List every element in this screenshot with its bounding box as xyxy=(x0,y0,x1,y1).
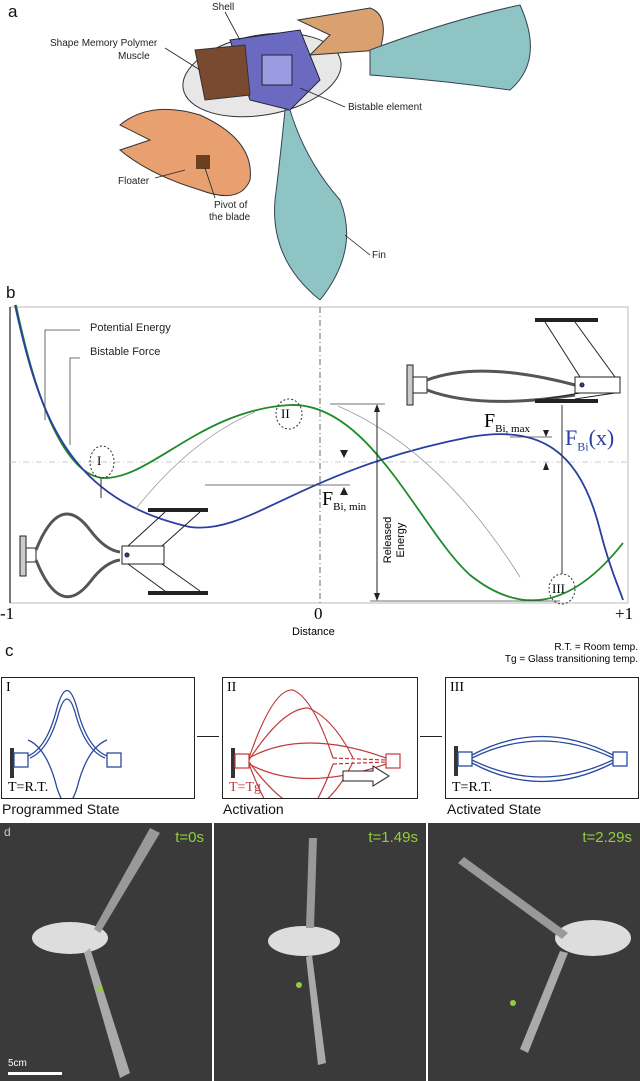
legend-leader-potential xyxy=(44,329,80,420)
panel-d-label: d xyxy=(4,825,11,839)
caption-activated: Activated State xyxy=(447,801,542,817)
callout-fin: Fin xyxy=(372,250,386,261)
pivot-slot xyxy=(196,155,210,169)
robot-photo-2 xyxy=(268,838,340,1065)
f-bi-argument: (x) xyxy=(588,425,615,450)
f-max-subscript: Bi, max xyxy=(495,423,530,435)
f-max-symbol: F xyxy=(484,410,496,432)
state-II-temperature: T=Tg xyxy=(229,780,261,795)
panel-b-label: b xyxy=(6,283,16,302)
state-I-marker xyxy=(89,445,115,479)
f-bi-symbol: F xyxy=(565,425,578,450)
released-energy-label: Released Energy xyxy=(382,500,408,580)
potential-energy-curve xyxy=(15,304,624,602)
callout-leader-lines xyxy=(154,11,371,256)
x-tick-0: 0 xyxy=(314,604,323,623)
direction-arrow-icon xyxy=(342,765,390,787)
callout-pivot-1: Pivot of xyxy=(214,200,248,211)
activated-beam-drawing xyxy=(454,735,628,783)
f-max-indicator xyxy=(510,405,563,574)
state-III-numeral: III xyxy=(450,680,464,695)
callout-smp-2: Muscle xyxy=(118,51,150,62)
rising-path-arrow xyxy=(134,411,256,511)
state-I-numeral: I xyxy=(6,680,11,695)
robot-exploded-view xyxy=(118,4,531,300)
state-I-temperature: T=R.T. xyxy=(8,780,49,795)
bistable-force-curve xyxy=(14,304,624,601)
bistable-core xyxy=(261,54,293,86)
arrow-1 xyxy=(197,736,219,737)
scale-bar xyxy=(8,1072,62,1075)
x-tick-minus-1: -1 xyxy=(0,604,15,623)
released-energy-bracket xyxy=(330,403,560,602)
state-II-label: II xyxy=(281,406,290,421)
x-tick-plus-1: +1 xyxy=(615,604,634,623)
programmed-beam-drawing xyxy=(10,689,122,798)
released-energy-line-1: Released xyxy=(382,516,394,564)
arrow-2 xyxy=(420,736,442,737)
note-glass-temp: Tg = Glass transitioning temp. xyxy=(504,654,638,665)
released-energy-line-2: Energy xyxy=(395,522,407,558)
state-box-activation: II T=Tg xyxy=(222,677,418,799)
legend-leader-force xyxy=(69,357,80,445)
legend-bistable-force: Bistable Force xyxy=(90,346,161,358)
f-min-label: FBi, min xyxy=(322,488,366,513)
callout-shell: Shell xyxy=(212,2,235,13)
callout-bistable: Bistable element xyxy=(348,102,422,113)
fin-right xyxy=(369,4,531,91)
robot-photo-1 xyxy=(32,828,160,1078)
timestamp-2: t=1.49s xyxy=(368,829,418,846)
panel-c-label: c xyxy=(5,641,14,660)
state-II-numeral: II xyxy=(227,680,237,695)
photo-frame-3: t=2.29s xyxy=(428,823,640,1081)
energy-force-plot xyxy=(9,304,629,605)
f-max-label: FBi, max xyxy=(484,410,530,435)
caption-programmed: Programmed State xyxy=(2,801,120,817)
note-room-temp: R.T. = Room temp. xyxy=(554,642,638,653)
fin-bottom xyxy=(274,109,348,300)
callout-floater: Floater xyxy=(118,176,150,187)
f-bi-subscript: Bi xyxy=(577,439,589,454)
floater-left xyxy=(118,108,251,197)
x-axis-label: Distance xyxy=(292,626,335,638)
callout-smp-1: Shape Memory Polymer xyxy=(50,38,158,49)
activation-beam-drawing xyxy=(231,689,401,798)
state-III-label: III xyxy=(552,581,565,596)
state-box-programmed: I T=R.T. xyxy=(1,677,195,799)
falling-path-arrow xyxy=(337,405,521,578)
f-bi-function-label: FBi(x) xyxy=(565,425,614,454)
f-min-subscript: Bi, min xyxy=(333,501,367,513)
timestamp-1: t=0s xyxy=(175,829,204,846)
panel-a-label: a xyxy=(8,2,18,21)
legend-potential-energy: Potential Energy xyxy=(90,322,171,334)
state-II-marker xyxy=(275,398,303,430)
state-box-activated: III T=R.T. xyxy=(445,677,639,799)
scale-bar-label: 5cm xyxy=(8,1058,27,1069)
photo-frame-2: t=1.49s xyxy=(214,823,426,1081)
mechanism-inset-stable-II xyxy=(406,318,621,406)
temperature-notes: R.T. = Room temp. Tg = Glass transitioni… xyxy=(505,642,638,666)
smp-muscle xyxy=(194,44,251,101)
f-min-symbol: F xyxy=(322,488,334,510)
state-I-label: I xyxy=(97,453,102,468)
floater-top xyxy=(296,7,384,56)
caption-activation: Activation xyxy=(223,801,284,817)
f-min-indicator xyxy=(205,450,350,495)
photo-frame-1: d t=0s 5cm xyxy=(0,823,212,1081)
callout-pivot-2: the blade xyxy=(209,212,251,223)
robot-photo-3 xyxy=(458,857,631,1053)
state-III-temperature: T=R.T. xyxy=(452,780,493,795)
timestamp-3: t=2.29s xyxy=(582,829,632,846)
mechanism-inset-stable-I xyxy=(19,508,208,599)
